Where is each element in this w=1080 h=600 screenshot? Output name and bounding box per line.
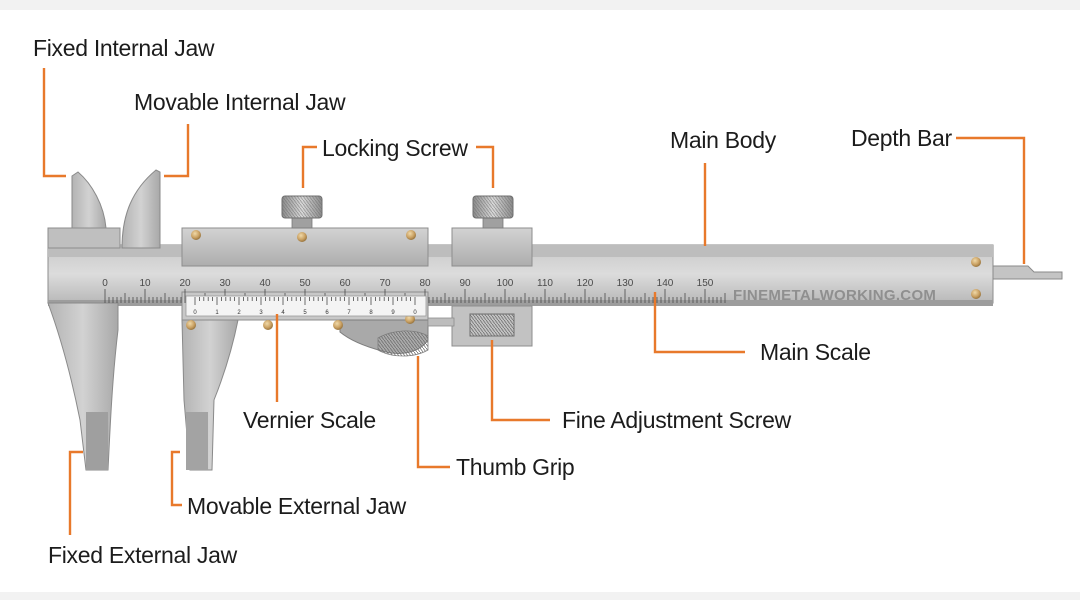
main-scale-number: 130 [617,278,634,289]
vernier-scale-number: 9 [391,310,395,316]
locking-screw-left [281,195,323,229]
fixed-internal-jaw [71,171,107,229]
vernier-scale-number: 2 [237,310,241,316]
label-fixed-internal-jaw: Fixed Internal Jaw [33,35,215,61]
label-vernier-scale: Vernier Scale [243,407,376,433]
label-depth-bar: Depth Bar [851,125,952,151]
main-scale-number: 60 [339,278,351,289]
leader-movable-external-jaw [170,450,182,507]
vernier-scale-number: 0 [413,310,417,316]
vernier-scale-number: 5 [303,310,307,316]
fine-adjust-block [451,227,533,267]
main-scale-number: 70 [379,278,391,289]
label-locking-screw: Locking Screw [322,135,468,161]
main-scale-number: 30 [219,278,231,289]
main-scale-number: 0 [102,278,108,289]
leader-locking-screw-right [476,145,495,188]
leader-main-scale [653,292,745,354]
vernier-scale-number: 7 [347,310,351,316]
fixed-external-jaw-face [86,412,108,470]
fine-adjustment-screw [469,313,515,337]
main-scale-number: 90 [459,278,471,289]
main-scale-number: 40 [259,278,271,289]
vernier-scale-ticks [194,297,416,305]
locking-screw-right [472,195,514,229]
main-scale-number: 80 [419,278,431,289]
watermark: FINEMETALWORKING.COM [733,287,936,304]
depth-bar [992,265,1063,280]
main-body-groove [48,300,993,306]
main-scale-number: 110 [537,278,553,289]
vernier-scale-numbers: 0 1 2 3 4 5 6 7 8 9 0 [193,310,417,316]
main-scale-number: 140 [657,278,674,289]
leader-movable-internal-jaw [164,124,190,178]
main-scale-numbers: 0 10 20 30 40 50 60 70 80 90 100 110 120 130 140 150 [102,278,714,289]
vernier-scale-number: 0 [193,310,197,316]
label-fixed-external-jaw: Fixed External Jaw [48,542,238,568]
label-movable-external-jaw: Movable External Jaw [187,493,407,519]
thumb-grip-knurl [377,330,429,357]
leader-fixed-external-jaw [68,450,83,535]
leader-fine-adjustment-screw [490,340,550,422]
main-scale-number: 100 [497,278,514,289]
vernier-scale-number: 8 [369,310,373,316]
leader-depth-bar [956,136,1026,264]
leader-locking-screw [301,145,317,188]
main-scale-number: 150 [697,278,714,289]
vernier-scale-number: 6 [325,310,329,316]
main-scale-number: 50 [299,278,311,289]
leader-thumb-grip [416,356,450,469]
leader-lines [42,68,1026,535]
main-scale-number: 120 [577,278,594,289]
main-scale-number: 20 [179,278,191,289]
leader-fixed-internal-jaw [42,68,66,178]
label-movable-internal-jaw: Movable Internal Jaw [134,89,346,115]
vernier-scale-number: 3 [259,310,263,316]
movable-internal-jaw [121,169,161,249]
fixed-jaw-top-block [47,227,121,249]
vernier-scale-number: 1 [215,310,219,316]
fine-adjust-rod [427,317,455,327]
main-scale-number: 10 [139,278,151,289]
label-main-body: Main Body [670,127,777,153]
label-fine-adjustment-screw: Fine Adjustment Screw [562,407,792,433]
labels: Fixed Internal Jaw Movable Internal Jaw … [33,35,953,568]
screw-heads [186,230,981,330]
vernier-scale-number: 4 [281,310,285,316]
vernier-scale-plate [185,295,427,317]
movable-external-jaw-face [186,412,208,470]
label-main-scale: Main Scale [760,339,871,365]
label-thumb-grip: Thumb Grip [456,454,574,480]
